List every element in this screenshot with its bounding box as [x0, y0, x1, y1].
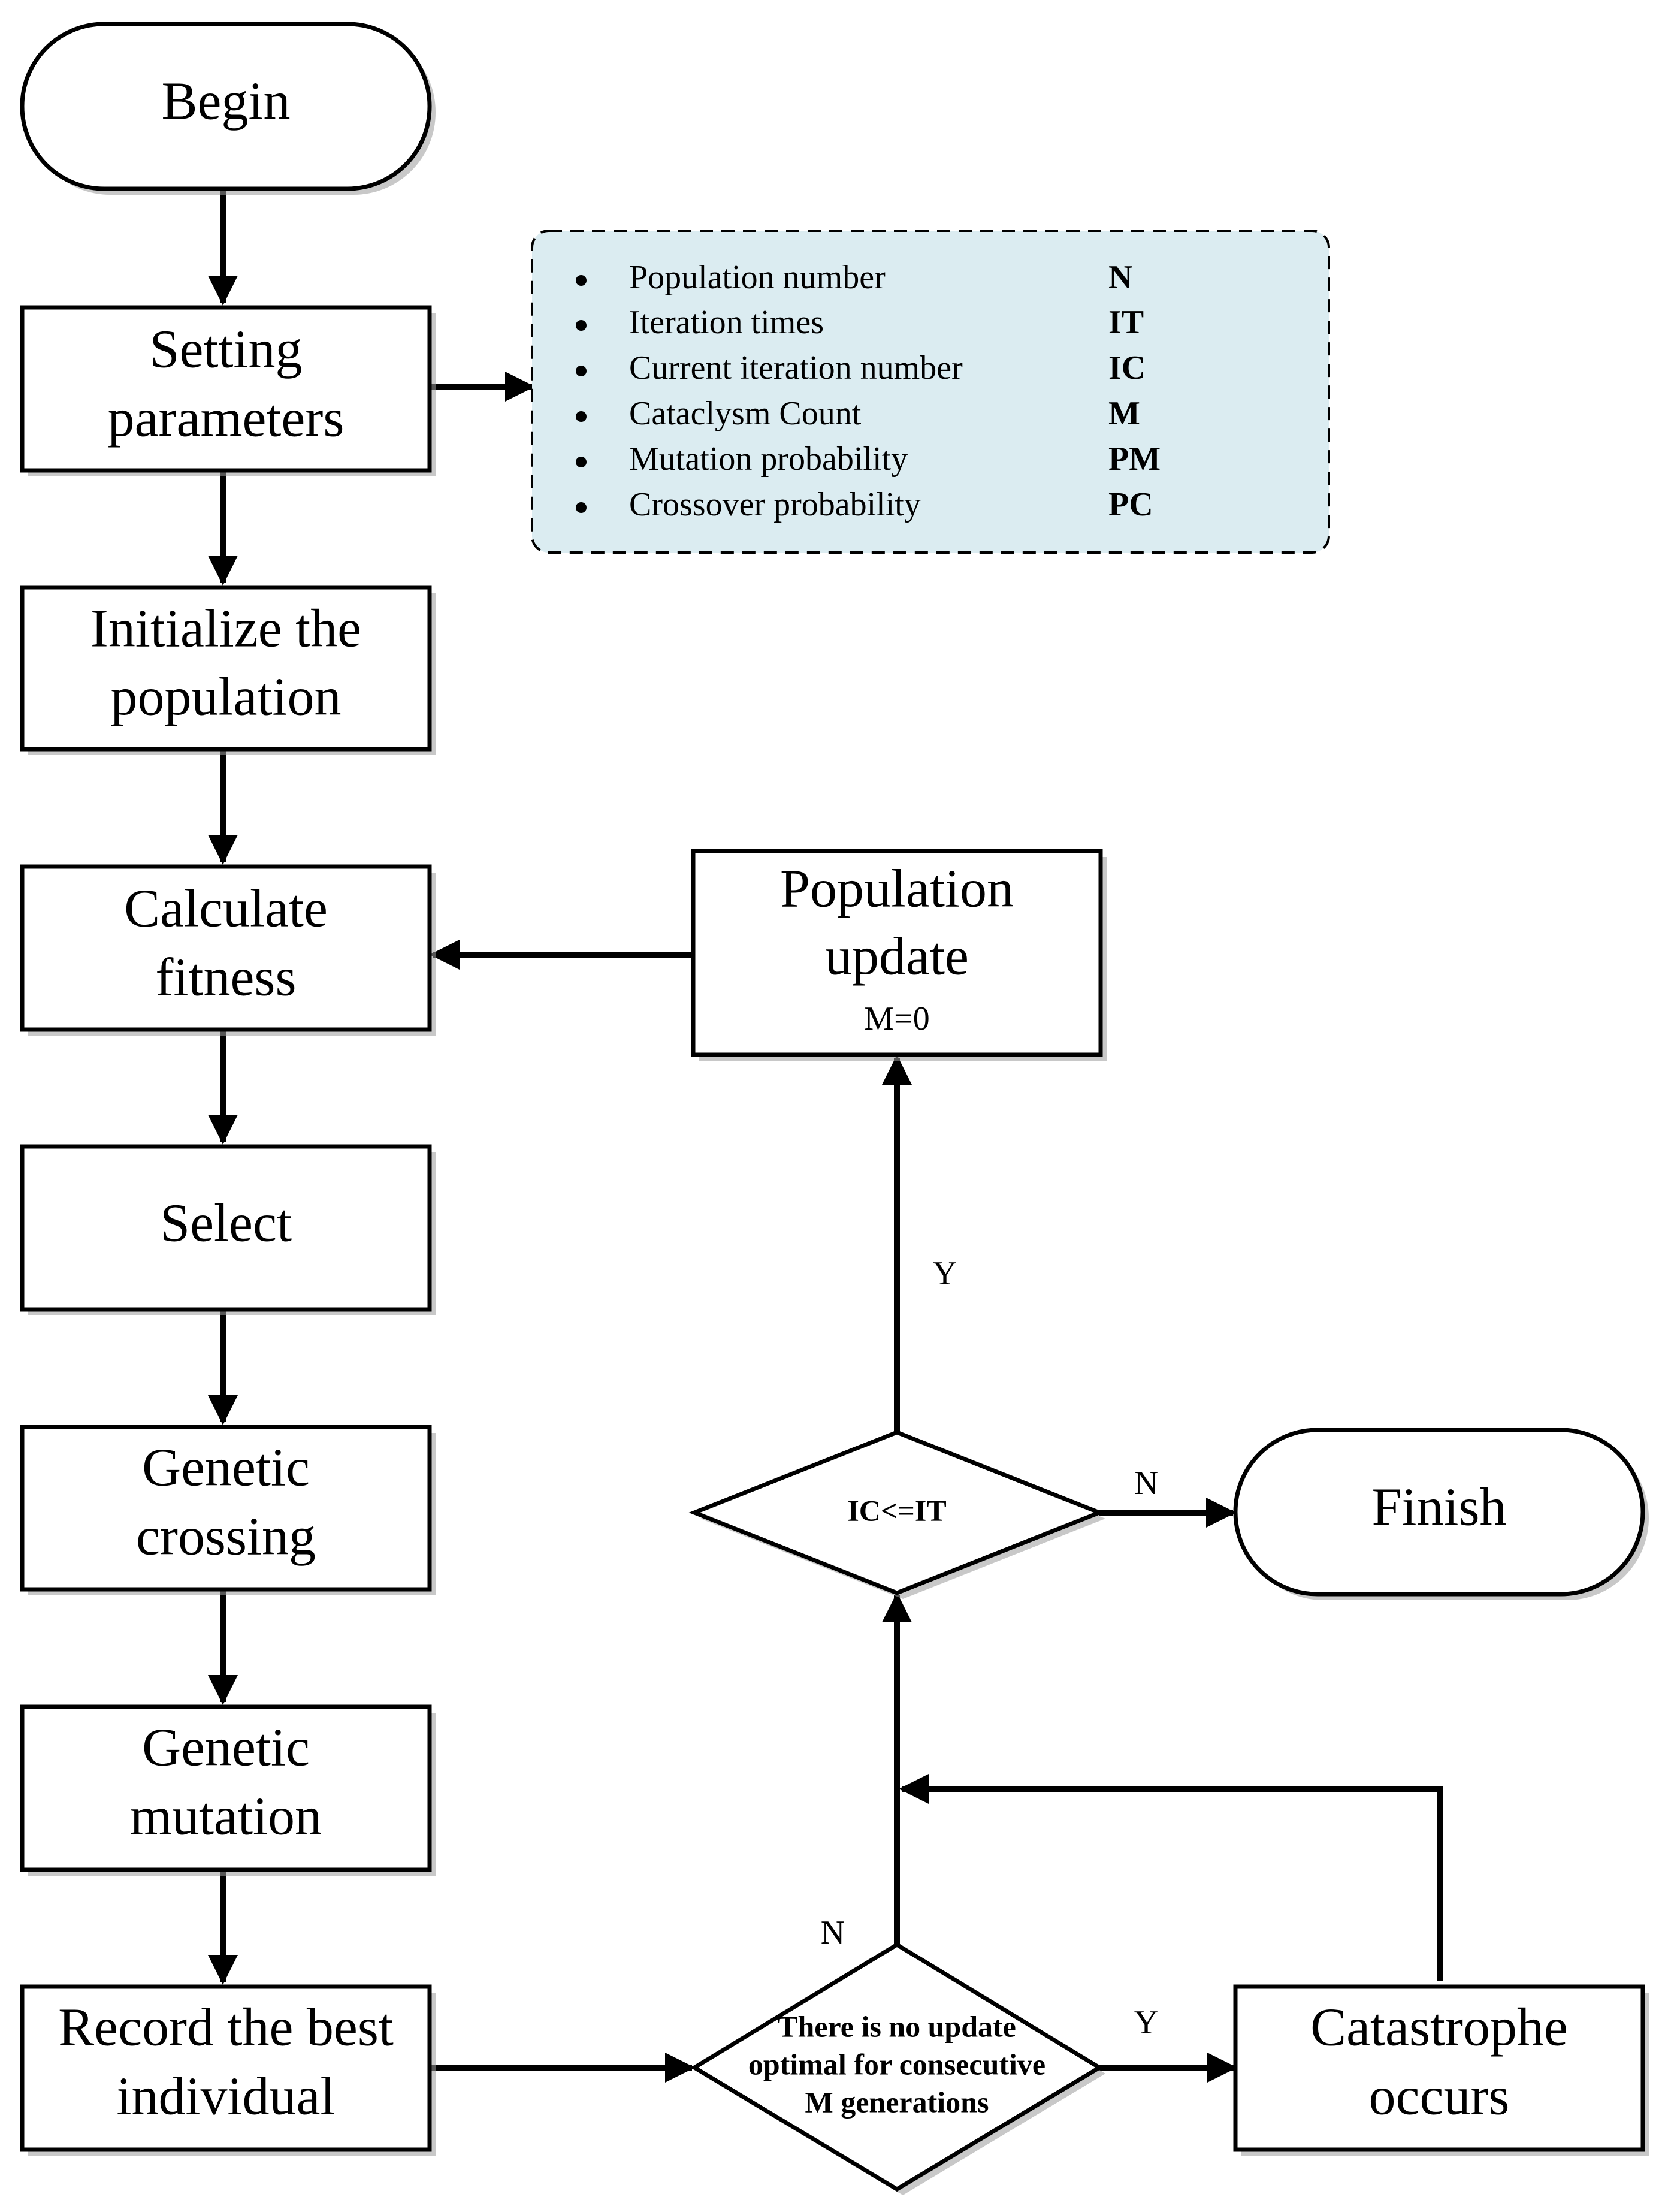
fitness-label-line2: fitness	[156, 948, 297, 1007]
crossing-label-line1: Genetic	[142, 1438, 310, 1498]
bullet-icon	[576, 502, 587, 513]
param-name: Mutation probability	[629, 440, 908, 478]
no-update-label-line1: There is no update	[778, 2009, 1016, 2043]
param-symbol: PM	[1108, 440, 1161, 478]
bullet-icon	[576, 457, 587, 467]
param-symbol: N	[1108, 259, 1132, 296]
param-name: Crossover probability	[629, 486, 921, 523]
update-label-line1: Population	[780, 859, 1014, 919]
update-label-line2: update	[825, 927, 969, 986]
init-population-box: Initialize the population	[20, 585, 436, 755]
param-row: Crossover probability PC	[576, 486, 1153, 523]
edge-labels: Y N Y N	[821, 1255, 1158, 2041]
param-row: Current iteration number IC	[576, 349, 1146, 387]
param-name: Population number	[629, 259, 886, 296]
init-label-line2: population	[111, 668, 342, 727]
setting-label-line1: Setting	[149, 320, 302, 379]
setting-parameters-box: Setting parameters	[20, 305, 436, 476]
edge-label-ic-no: N	[1134, 1465, 1158, 1502]
begin-terminator: Begin	[20, 22, 436, 195]
edge-label-no-update-yes: Y	[1134, 2004, 1158, 2041]
param-row: Iteration times IT	[576, 304, 1144, 341]
bullet-icon	[576, 411, 587, 422]
param-name: Cataclysm Count	[629, 395, 862, 432]
edge-label-no-update-no: N	[821, 1914, 845, 1951]
param-name: Iteration times	[629, 304, 824, 341]
calculate-fitness-box: Calculate fitness	[20, 864, 436, 1036]
update-note: M=0	[864, 1000, 929, 1037]
param-row: Mutation probability PM	[576, 440, 1161, 478]
ic-decision-label: IC<=IT	[847, 1493, 946, 1527]
param-symbol: IC	[1108, 349, 1146, 387]
mutation-label-line1: Genetic	[142, 1718, 310, 1778]
mutation-label-line2: mutation	[130, 1787, 322, 1846]
param-name: Current iteration number	[629, 349, 963, 387]
param-symbol: IT	[1108, 304, 1144, 341]
bullet-icon	[576, 366, 587, 376]
catastrophe-label-line1: Catastrophe	[1310, 1998, 1568, 2057]
param-row: Cataclysm Count M	[576, 395, 1140, 432]
record-best-box: Record the best individual	[20, 1984, 436, 2156]
setting-label-line2: parameters	[108, 389, 345, 448]
finish-label: Finish	[1371, 1478, 1506, 1537]
record-label-line1: Record the best	[58, 1998, 394, 2057]
select-label: Select	[160, 1194, 292, 1253]
no-update-decision-diamond: There is no update optimal for consecuti…	[690, 1942, 1105, 2195]
init-label-line1: Initialize the	[90, 599, 361, 659]
record-label-line2: individual	[117, 2067, 336, 2126]
fitness-label-line1: Calculate	[124, 879, 328, 938]
genetic-mutation-box: Genetic mutation	[20, 1704, 436, 1876]
select-box: Select	[20, 1144, 436, 1315]
genetic-crossing-box: Genetic crossing	[20, 1425, 436, 1595]
population-update-box: Population update M=0	[691, 849, 1107, 1061]
bullet-icon	[576, 275, 587, 286]
parameters-panel: Population number N Iteration times IT C…	[531, 230, 1330, 554]
no-update-label-line3: M generations	[805, 2085, 989, 2119]
catastrophe-box: Catastrophe occurs	[1233, 1984, 1649, 2156]
catastrophe-label-line2: occurs	[1369, 2067, 1510, 2126]
connectors	[208, 189, 1443, 2083]
param-row: Population number N	[576, 259, 1132, 296]
arrow-catastrophe-to-merge	[899, 1774, 1443, 1981]
bullet-icon	[576, 320, 587, 331]
param-symbol: PC	[1108, 486, 1153, 523]
param-symbol: M	[1108, 395, 1140, 432]
edge-label-ic-yes: Y	[933, 1255, 957, 1292]
finish-terminator: Finish	[1233, 1428, 1649, 1600]
no-update-label-line2: optimal for consecutive	[748, 2047, 1045, 2081]
crossing-label-line2: crossing	[136, 1507, 316, 1567]
begin-label: Begin	[162, 72, 291, 131]
ic-decision-diamond: IC<=IT	[688, 1430, 1105, 1599]
parameters-panel-bg	[531, 230, 1330, 554]
